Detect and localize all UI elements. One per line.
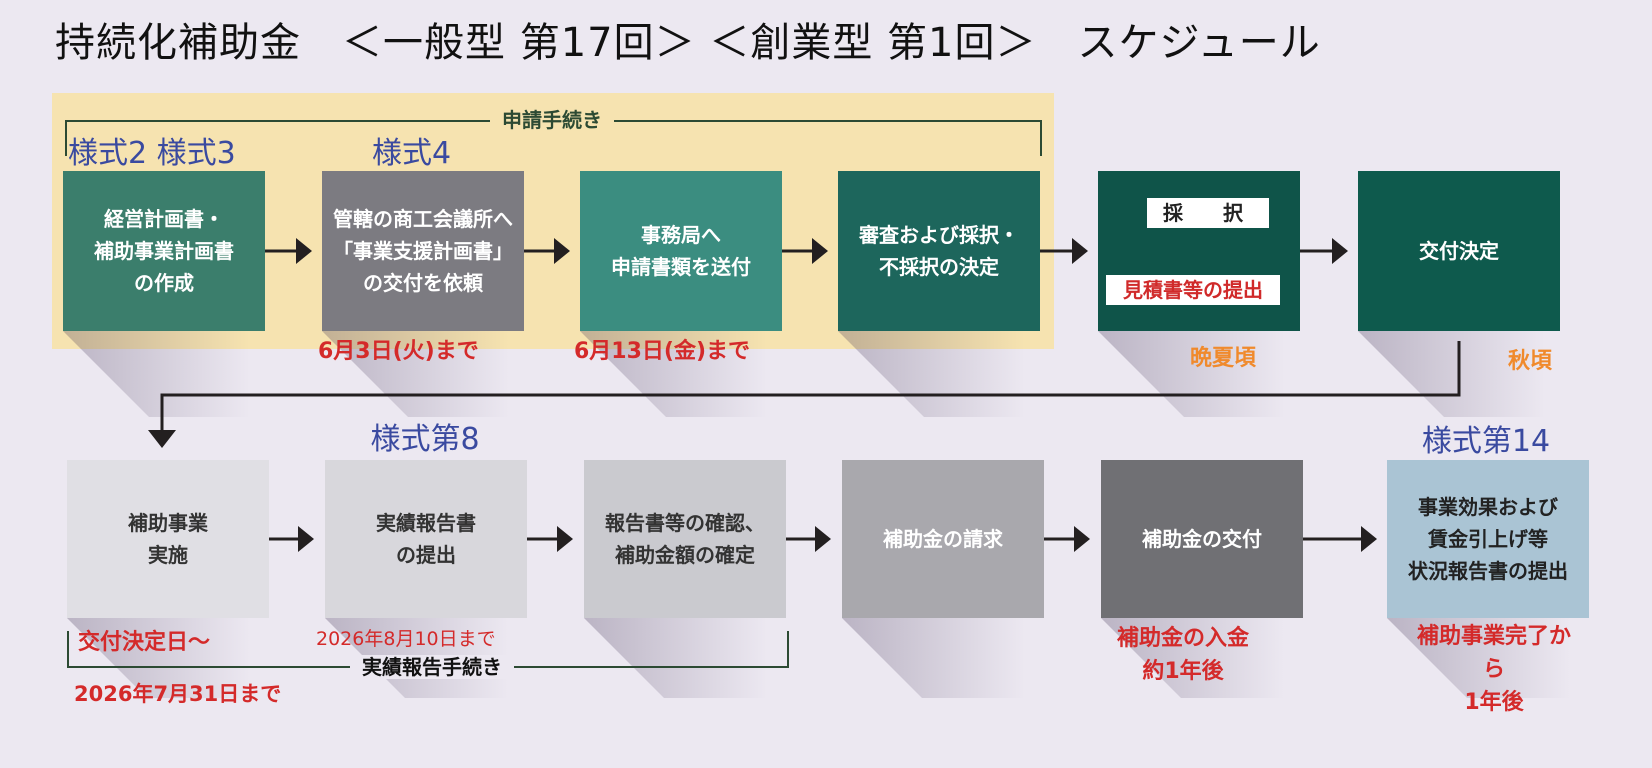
implementation-start: 交付決定日～: [78, 630, 211, 655]
deadline-step3: 6月13日(金)まで: [574, 339, 751, 364]
step-grant-payment: 補助金の交付: [1101, 460, 1303, 618]
payment-note: 補助金の入金 約1年後: [1116, 626, 1250, 684]
implementation-deadline: 2026年7月31日まで: [74, 682, 282, 706]
step-confirm-amount: 報告書等の確認、 補助金額の確定: [584, 460, 786, 618]
step-send-documents: 事務局へ 申請書類を送付: [580, 171, 782, 331]
report-procedure-label: 実績報告手続き: [350, 655, 514, 679]
adoption-badge: 採 択: [1147, 198, 1269, 228]
step-review-decision: 審査および採択・ 不採択の決定: [838, 171, 1040, 331]
form-label-step2: 様式4: [372, 136, 452, 171]
step-request-support-plan: 管轄の商工会議所へ 「事業支援計画書」 の交付を依頼: [322, 171, 524, 331]
step-grant-decision: 交付決定: [1358, 171, 1560, 331]
form-label-step1: 様式2 様式3: [68, 136, 236, 171]
form-label-report: 様式第8: [370, 422, 480, 457]
step-effect-report: 事業効果および 賃金引上げ等 状況報告書の提出: [1387, 460, 1589, 618]
application-procedure-label: 申請手続き: [490, 108, 614, 132]
grant-decision-timing: 秋頃: [1508, 349, 1553, 374]
step-grant-request: 補助金の請求: [842, 460, 1044, 618]
step-implementation: 補助事業 実施: [67, 460, 269, 618]
step-business-plan: 経営計画書・ 補助事業計画書 の作成: [63, 171, 265, 331]
report-deadline: 2026年8月10日まで: [316, 628, 496, 650]
deadline-step2: 6月3日(火)まで: [318, 339, 479, 364]
quote-submission-note: 見積書等の提出: [1106, 275, 1280, 305]
form-label-effect-report: 様式第14: [1421, 424, 1551, 459]
adoption-timing: 晩夏頃: [1190, 346, 1257, 371]
step-performance-report: 実績報告書 の提出: [325, 460, 527, 618]
effect-report-note: 補助事業完了から 1年後: [1416, 624, 1571, 715]
page-title: 持続化補助金 ＜一般型 第17回＞ ＜創業型 第1回＞ スケジュール: [55, 20, 1321, 66]
